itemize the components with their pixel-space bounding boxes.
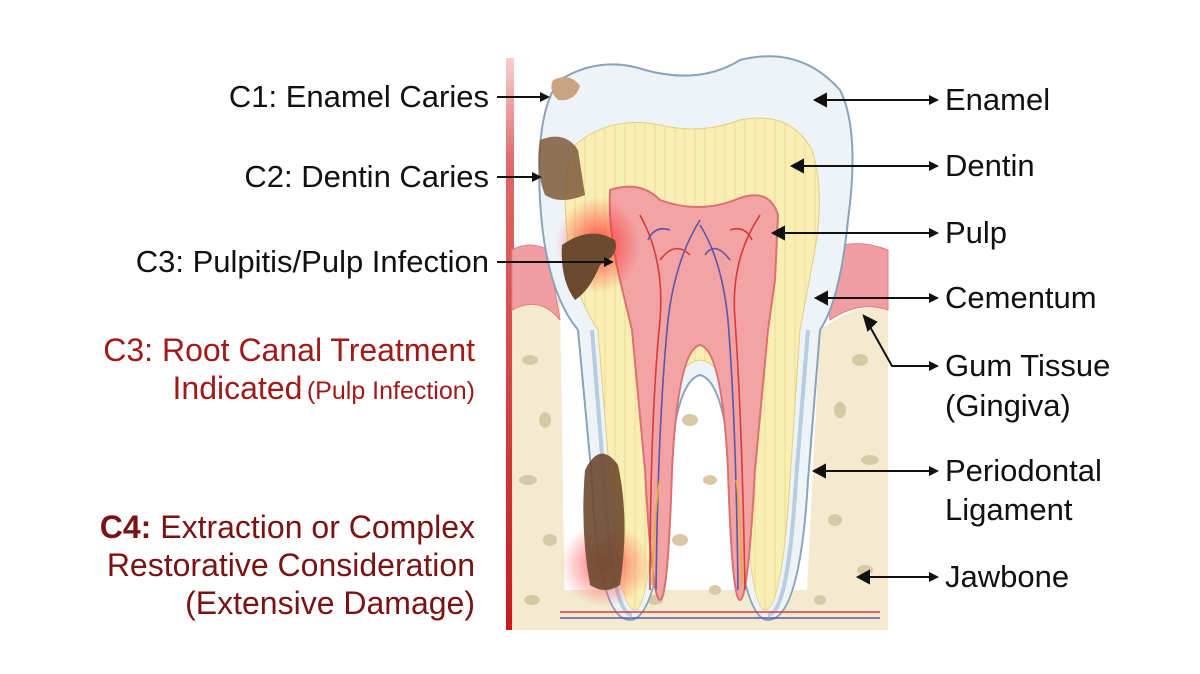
note-c4-line2: Restorative Consideration (106, 547, 475, 583)
right-arrows (770, 92, 939, 585)
label-enamel: Enamel (945, 82, 1051, 117)
note-c3-pulp-infection: (Pulp Infection) (306, 377, 475, 405)
note-c4-prefix: C4: (99, 509, 152, 545)
decay-c3 (561, 233, 616, 300)
label-pulp: Pulp (945, 215, 1008, 250)
nerves-vessels (560, 214, 880, 619)
decay-c1 (551, 77, 580, 101)
note-c4-line3: (Extensive Damage) (185, 585, 475, 621)
label-gingiva: (Gingiva) (945, 388, 1071, 423)
label-c1-enamel-caries: C1: Enamel Caries (228, 79, 489, 114)
label-dentin: Dentin (945, 148, 1035, 183)
note-c4-line1: Extraction or Complex (160, 509, 475, 545)
severity-bar (506, 58, 514, 630)
jawbone-base (512, 590, 888, 630)
note-c3-root-canal: C3: Root Canal Treatment Indicated (Pulp… (103, 331, 475, 414)
label-cementum: Cementum (945, 280, 1097, 315)
decay-c2 (538, 136, 585, 200)
label-c2-dentin-caries: C2: Dentin Caries (244, 159, 489, 194)
note-c4-extraction: C4: Extraction or Complex Restorative Co… (100, 508, 475, 622)
label-ligament: Ligament (945, 492, 1073, 527)
label-gum-tissue: Gum Tissue (945, 348, 1111, 383)
label-c3-pulpitis: C3: Pulpitis/Pulp Infection (135, 244, 489, 279)
label-jawbone: Jawbone (945, 559, 1070, 594)
note-c3-indicated: Indicated (172, 370, 303, 406)
note-c3-line1: C3: Root Canal Treatment (103, 332, 475, 368)
decay-c4 (583, 453, 625, 590)
label-periodontal: Periodontal (945, 453, 1102, 488)
